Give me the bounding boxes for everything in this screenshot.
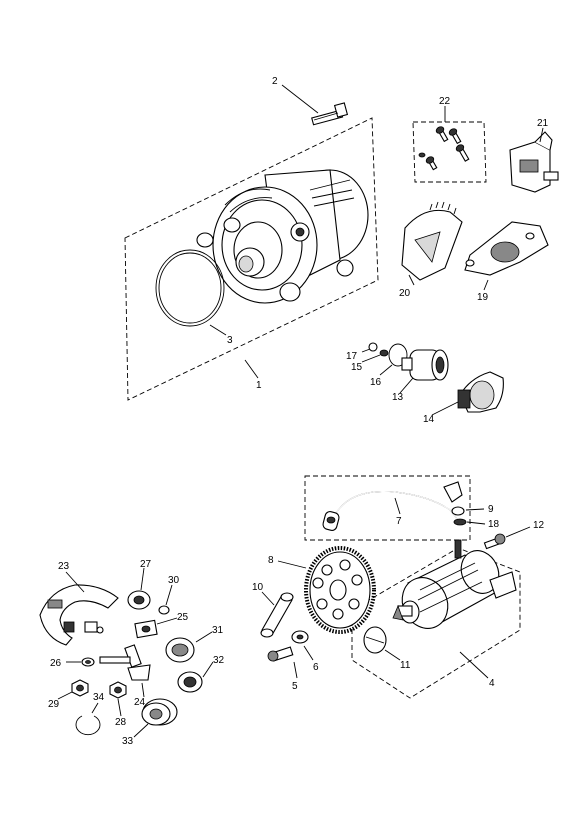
- callout-10: 10: [252, 582, 264, 593]
- callout-16: 16: [370, 377, 382, 388]
- part-1-alternator: [196, 169, 369, 304]
- callout-5: 5: [292, 681, 298, 692]
- callout-32: 32: [213, 655, 225, 666]
- callout-4: 4: [489, 678, 495, 689]
- callout-14: 14: [423, 414, 435, 425]
- callout-27: 27: [140, 559, 152, 570]
- callout-1: 1: [256, 380, 262, 391]
- callout-31: 31: [212, 625, 224, 636]
- part-22-screw-set: [418, 126, 470, 171]
- callout-6: 6: [313, 662, 319, 673]
- callout-28: 28: [115, 717, 127, 728]
- part-28-nut: [109, 681, 127, 699]
- part-30-o-ring: [158, 605, 170, 615]
- part-9-nut: [451, 506, 465, 516]
- part-23-brush-plate: [39, 584, 119, 646]
- callout-30: 30: [168, 575, 180, 586]
- callout-34: 34: [93, 692, 105, 703]
- callout-3: 3: [227, 335, 233, 346]
- part-14-clamp: [457, 371, 504, 413]
- callout-23: 23: [58, 561, 70, 572]
- part-20-rectifier: [401, 201, 463, 286]
- part-13-pickup: [401, 349, 449, 381]
- callout-13: 13: [392, 392, 404, 403]
- part-16-seal: [388, 343, 408, 367]
- part-2-bolt: [311, 102, 349, 126]
- callout-24: 24: [134, 697, 146, 708]
- callout-22: 22: [439, 96, 451, 107]
- callout-9: 9: [488, 504, 494, 515]
- callout-12: 12: [533, 520, 545, 531]
- callout-17: 17: [346, 351, 358, 362]
- part-17-nut: [368, 342, 378, 352]
- part-5-bolt: [267, 646, 294, 662]
- part-34-circlip: [75, 715, 101, 736]
- callout-7: 7: [396, 516, 402, 527]
- regulator-parts: 22 21 20 19: [399, 96, 559, 303]
- pickup-parts: 17 15 16 13 14: [346, 342, 504, 425]
- part-32-bearing: [177, 671, 203, 693]
- callout-2: 2: [272, 76, 278, 87]
- part-4-starter-motor: [392, 539, 517, 629]
- part-12-bolt: [483, 533, 506, 550]
- callout-11: 11: [400, 660, 411, 671]
- part-3-o-ring: [155, 249, 225, 327]
- callout-18: 18: [488, 519, 500, 530]
- part-18-washer: [453, 518, 467, 526]
- alternator-assembly: 2 3 1: [124, 76, 379, 401]
- callout-15: 15: [351, 362, 363, 373]
- starter-small-parts: 23 27 30 25 31 32: [39, 559, 225, 747]
- part-31-bearing: [165, 637, 195, 663]
- callout-21: 21: [537, 118, 549, 129]
- callout-26: 26: [50, 658, 62, 669]
- callout-29: 29: [48, 699, 60, 710]
- part-7-cable: [322, 481, 463, 531]
- callout-8: 8: [268, 555, 274, 566]
- part-19-stator-plate: [464, 221, 549, 291]
- part-10-shaft: [260, 592, 294, 638]
- part-29-nut: [71, 679, 89, 697]
- callout-25: 25: [177, 612, 189, 623]
- part-24-terminal: [99, 644, 151, 681]
- part-8-starter-gear: [304, 546, 376, 634]
- part-33-bearing: [141, 698, 178, 726]
- callout-20: 20: [399, 288, 411, 299]
- part-15-washer: [379, 349, 389, 357]
- callout-33: 33: [122, 736, 134, 747]
- callout-19: 19: [477, 292, 489, 303]
- starter-assembly: 9 18 7 12 11 4: [252, 475, 545, 699]
- part-21-brush-holder: [509, 127, 559, 193]
